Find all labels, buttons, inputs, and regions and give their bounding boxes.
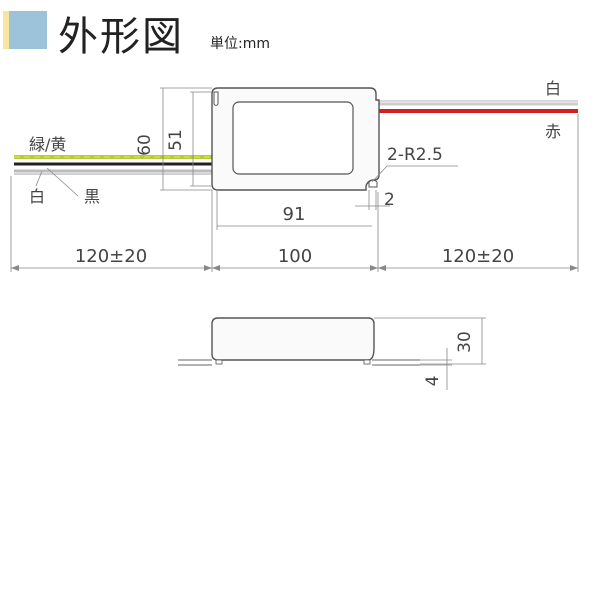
dim-slot: 2 <box>384 190 395 210</box>
dim-right-lead: 120±20 <box>442 246 514 267</box>
label-white-right: 白 <box>545 79 561 98</box>
arrow-mid-1 <box>212 265 220 271</box>
title-accent-blue <box>9 11 47 49</box>
label-red: 赤 <box>545 122 561 141</box>
header: 外形図 単位:mm <box>0 0 600 60</box>
mount-slot-left <box>213 91 219 106</box>
side-foot-left <box>215 359 223 365</box>
driver-body-side <box>211 317 375 361</box>
arrow-right-1 <box>378 265 386 271</box>
dim-radius: 2-R2.5 <box>387 145 443 165</box>
side-foot-right <box>363 359 371 365</box>
arrow-left-2 <box>204 265 212 271</box>
top-view: 緑/黄 白 黒 白 赤 60 51 2-R2.5 2 91 <box>10 79 579 272</box>
label-black: 黒 <box>84 187 100 206</box>
arrow-left-1 <box>11 265 19 271</box>
dim-height-outer: 60 <box>135 134 155 156</box>
title-accent-yellow <box>3 11 9 49</box>
dim-side-height: 30 <box>455 331 475 353</box>
unit-label: 単位:mm <box>210 36 270 52</box>
label-window <box>232 101 354 175</box>
label-green-yellow: 緑/黄 <box>29 135 66 154</box>
page-title: 外形図 <box>58 14 184 60</box>
leader-black <box>46 167 79 197</box>
dim-left-lead: 120±20 <box>75 246 147 267</box>
mount-slot-right <box>368 179 378 188</box>
dim-hole-pitch: 91 <box>283 204 306 225</box>
dim-lead-offset: 4 <box>423 376 443 387</box>
arrow-mid-2 <box>370 265 378 271</box>
leader-radius-d <box>371 165 388 183</box>
dim-body-length: 100 <box>278 246 312 267</box>
label-white-left: 白 <box>29 187 45 206</box>
dim-height-inner: 51 <box>166 129 186 151</box>
arrow-right-2 <box>570 265 578 271</box>
side-view: 30 4 <box>178 317 486 390</box>
leader-white-left <box>35 170 43 187</box>
